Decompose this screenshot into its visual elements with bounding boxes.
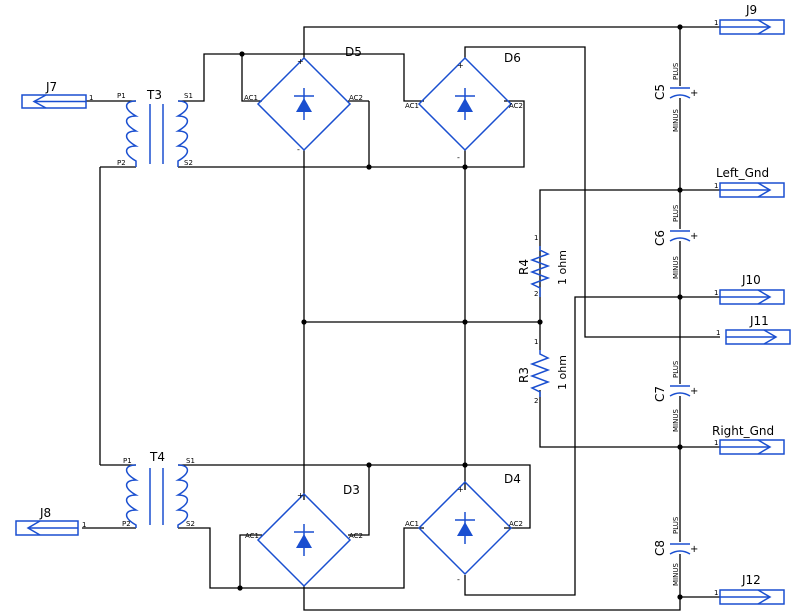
junctions: [237, 24, 683, 600]
connector-j8-label: J8: [39, 506, 51, 520]
connector-right-gnd-label: Right_Gnd: [712, 424, 774, 438]
connector-j8[interactable]: J8 1: [15, 506, 86, 536]
capacitor-c7-plus: PLUS: [672, 360, 680, 378]
capacitor-c8-sign: +: [690, 544, 698, 555]
t4-pin-p2: P2: [122, 520, 131, 528]
connector-j10-pin: 1: [714, 289, 718, 297]
capacitor-c6[interactable]: C6 PLUS MINUS +: [653, 204, 698, 279]
connector-left-gnd-label: Left_Gnd: [716, 166, 769, 180]
d5-pin-ac2: AC2: [349, 94, 363, 102]
d6-pin-ac1: AC1: [405, 102, 419, 110]
d5-pin-minus: -: [297, 145, 300, 154]
d4-pin-ac2: AC2: [509, 520, 523, 528]
connector-left-gnd-pin: 1: [714, 182, 718, 190]
connector-j12[interactable]: J12 1: [714, 573, 785, 605]
resistor-r4-pin2: 2: [534, 290, 538, 298]
bridge-d3[interactable]: D3 AC1 AC2 + -: [245, 483, 363, 592]
transformer-t3-label: T3: [146, 88, 162, 102]
capacitor-c8[interactable]: C8 PLUS MINUS +: [653, 516, 698, 586]
resistor-r4-pin1: 1: [534, 234, 538, 242]
resistor-r4-value: 1 ohm: [556, 250, 569, 285]
connector-right-gnd-pin: 1: [714, 439, 718, 447]
t4-pin-s2: S2: [186, 520, 195, 528]
resistor-r3-pin2: 2: [534, 397, 538, 405]
capacitor-c5[interactable]: C5 PLUS MINUS +: [653, 62, 698, 132]
capacitor-c8-minus: MINUS: [672, 563, 680, 586]
d6-pin-ac2: AC2: [509, 102, 523, 110]
connector-j7-pin: 1: [89, 94, 93, 102]
d4-pin-minus: -: [457, 575, 460, 584]
bridge-d5[interactable]: D5 AC1 AC2 + -: [244, 45, 363, 154]
d6-pin-minus: -: [457, 153, 460, 162]
connector-j10[interactable]: J10 1: [714, 273, 785, 305]
connector-j12-pin: 1: [714, 589, 718, 597]
bridge-d6[interactable]: D6 AC1 AC2 + -: [405, 51, 523, 162]
connector-j9-pin: 1: [714, 19, 718, 27]
capacitor-c5-label: C5: [653, 84, 667, 100]
wires: [82, 26, 720, 611]
resistor-r3-label: R3: [517, 367, 531, 383]
connector-j9-label: J9: [745, 3, 757, 17]
resistor-r3-value: 1 ohm: [556, 355, 569, 390]
capacitor-c5-minus: MINUS: [672, 109, 680, 132]
transformer-t4-label: T4: [149, 450, 165, 464]
t3-pin-p2: P2: [117, 159, 126, 167]
connector-j9[interactable]: J9 1: [714, 3, 785, 35]
d3-pin-minus: -: [297, 583, 300, 592]
d6-pin-plus: +: [457, 61, 464, 70]
capacitor-c6-minus: MINUS: [672, 256, 680, 279]
t4-pin-s1: S1: [186, 457, 195, 465]
bridge-d4-label: D4: [504, 472, 521, 486]
capacitor-c7[interactable]: C7 PLUS MINUS +: [653, 360, 698, 432]
connector-j10-label: J10: [741, 273, 761, 287]
capacitor-c8-plus: PLUS: [672, 516, 680, 534]
capacitor-c8-label: C8: [653, 540, 667, 556]
d3-pin-plus: +: [297, 491, 304, 500]
connector-left-gnd[interactable]: Left_Gnd 1: [714, 166, 785, 198]
t4-pin-p1: P1: [123, 457, 132, 465]
connector-j7[interactable]: J7 1: [21, 80, 93, 109]
t3-pin-s1: S1: [184, 92, 193, 100]
capacitor-c5-plus: PLUS: [672, 62, 680, 80]
resistor-r4[interactable]: R4 1 ohm 1 2: [517, 234, 569, 298]
resistor-r3[interactable]: R3 1 ohm 1 2: [517, 338, 569, 405]
bridge-d4[interactable]: D4 AC1 AC2 + -: [405, 472, 523, 584]
connector-right-gnd[interactable]: Right_Gnd 1: [712, 424, 785, 455]
capacitor-c7-minus: MINUS: [672, 409, 680, 432]
d5-pin-plus: +: [297, 57, 304, 66]
bridge-d3-label: D3: [343, 483, 360, 497]
capacitor-c5-sign: +: [690, 88, 698, 99]
resistor-r4-label: R4: [517, 259, 531, 275]
capacitor-c6-sign: +: [690, 231, 698, 242]
connector-j11-label: J11: [749, 314, 769, 328]
bridge-d5-label: D5: [345, 45, 362, 59]
resistor-r3-pin1: 1: [534, 338, 538, 346]
t3-pin-p1: P1: [117, 92, 126, 100]
connector-j7-label: J7: [45, 80, 57, 94]
d5-pin-ac1: AC1: [244, 94, 258, 102]
capacitor-c6-label: C6: [653, 230, 667, 246]
connector-j8-pin: 1: [82, 521, 86, 529]
t3-pin-s2: S2: [184, 159, 193, 167]
transformer-t3[interactable]: T3 P1 P2 S1 S2: [117, 88, 193, 167]
connector-j12-label: J12: [741, 573, 761, 587]
bridge-d6-label: D6: [504, 51, 521, 65]
d3-pin-ac2: AC2: [349, 532, 363, 540]
capacitor-c7-label: C7: [653, 386, 667, 402]
capacitor-c7-sign: +: [690, 386, 698, 397]
d3-pin-ac1: AC1: [245, 532, 259, 540]
connector-j11[interactable]: J11 1: [716, 314, 791, 345]
transformer-t4[interactable]: T4 P1 P2 S1 S2: [122, 450, 195, 528]
d4-pin-plus: +: [457, 485, 464, 494]
connector-j11-pin: 1: [716, 329, 720, 337]
d4-pin-ac1: AC1: [405, 520, 419, 528]
capacitor-c6-plus: PLUS: [672, 204, 680, 222]
